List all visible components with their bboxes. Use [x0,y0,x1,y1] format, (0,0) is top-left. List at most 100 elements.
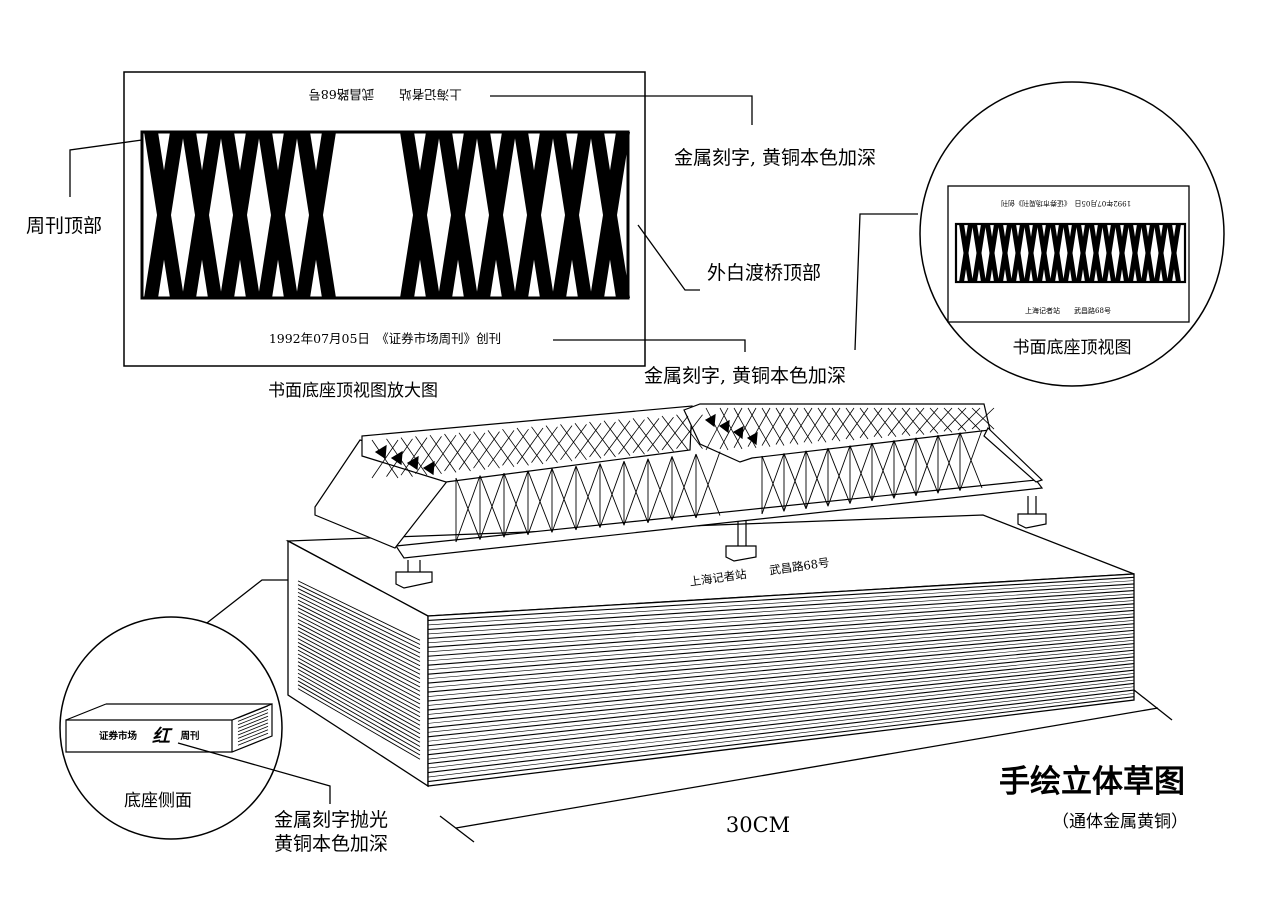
page-line [427,676,1135,756]
roof-strut [560,424,587,461]
roof-strut [775,407,799,445]
top-view-mirrored-inscription: 上海记者站 武昌路68号 [308,87,461,102]
page-line [297,584,421,645]
page-line [427,613,1135,670]
page-line [427,679,1135,760]
side-brand-a: 证券市场 [99,730,138,742]
side-view-page-lines [237,705,269,746]
page-line [427,693,1135,778]
truss-diagonal [503,470,529,538]
page-line [427,640,1135,706]
page-line [427,633,1135,697]
portal-triangle [406,455,419,471]
truss-band [1024,224,1038,282]
side-brand-logo: 红 [152,726,173,747]
roof-strut [789,407,813,444]
callout-side-engraving-line1: 金属刻字抛光 [274,809,388,831]
page-line [237,715,269,729]
circle-top-view-caption: 书面底座顶视图 [1013,338,1132,358]
page-line [297,688,421,760]
roof-strut [661,415,689,451]
truss-diagonal [761,453,785,515]
page-line [297,622,421,688]
sketch-subtitle: （通体金属黄铜） [1052,812,1188,832]
bridge-side-truss [455,429,983,543]
roof-strut [971,407,995,430]
truss-band [400,132,440,298]
truss-diagonal [805,448,829,509]
page-line [427,646,1135,715]
roof-strut [458,432,486,470]
page-line [297,607,421,671]
page-line [427,686,1135,769]
roof-strut [831,407,855,441]
page-line [237,712,269,726]
page-line [297,642,421,709]
bridge-right-end [983,427,1044,483]
roof-strut [473,431,500,469]
truss-band [590,132,630,298]
callout-bridge-top: 外白渡桥顶部 [707,262,821,284]
page-line [427,583,1135,630]
callout-leader-circle-top [854,213,918,351]
page-line [237,726,269,739]
page-line [427,626,1135,688]
page-line [297,661,421,730]
truss-band [1089,224,1103,282]
roof-strut [603,420,631,456]
page-line [297,626,421,692]
roof-strut [632,418,660,454]
page-line [427,623,1135,684]
page-line [427,662,1135,738]
roof-strut [371,439,399,479]
callout-weekly-top: 周刊顶部 [26,215,102,237]
truss-band [959,224,973,282]
roof-strut [817,407,841,442]
page-line [427,656,1135,729]
roof-strut [444,433,471,472]
page-line [427,682,1135,765]
truss-band [476,132,516,298]
page-line [427,616,1135,675]
roof-strut [487,430,515,468]
page-line [427,620,1135,679]
truss-diagonal [671,453,697,521]
page-line [427,606,1135,662]
page-line [237,709,269,722]
page-line [427,643,1135,711]
page-line [297,672,421,743]
page-line [427,580,1135,626]
roof-strut [429,434,457,473]
truss-band [296,132,336,298]
page-line [427,576,1135,622]
page-line [297,580,421,641]
truss-band [1063,224,1077,282]
side-brand-c: 周刊 [180,730,199,742]
base-front-face [427,573,1135,787]
roof-strut [516,427,544,465]
page-line [427,649,1135,720]
roof-strut [647,416,674,452]
page-line [297,665,421,735]
top-view-enlarged-panel: 上海记者站 武昌路68号 1992年07月05日 《证券市场周刊》创刊 书面底座… [123,71,646,401]
roof-strut [589,421,616,458]
page-line [427,600,1135,653]
page-line [297,649,421,718]
roof-strut [761,407,785,446]
bridge-truss-pattern-small [959,224,1181,282]
truss-diagonal [575,463,601,531]
top-view-founding-inscription: 1992年07月05日 《证券市场周刊》创刊 [269,331,501,346]
truss-diagonal [551,465,577,533]
portal-triangle [422,460,435,476]
roof-strut [705,407,729,451]
page-line [297,603,421,667]
truss-band [1037,224,1051,282]
roof-strut [531,426,558,463]
roof-strut [845,407,869,440]
truss-diagonal [849,442,873,504]
page-line [427,636,1135,702]
roof-strut [859,407,883,439]
truss-diagonal [937,432,961,494]
